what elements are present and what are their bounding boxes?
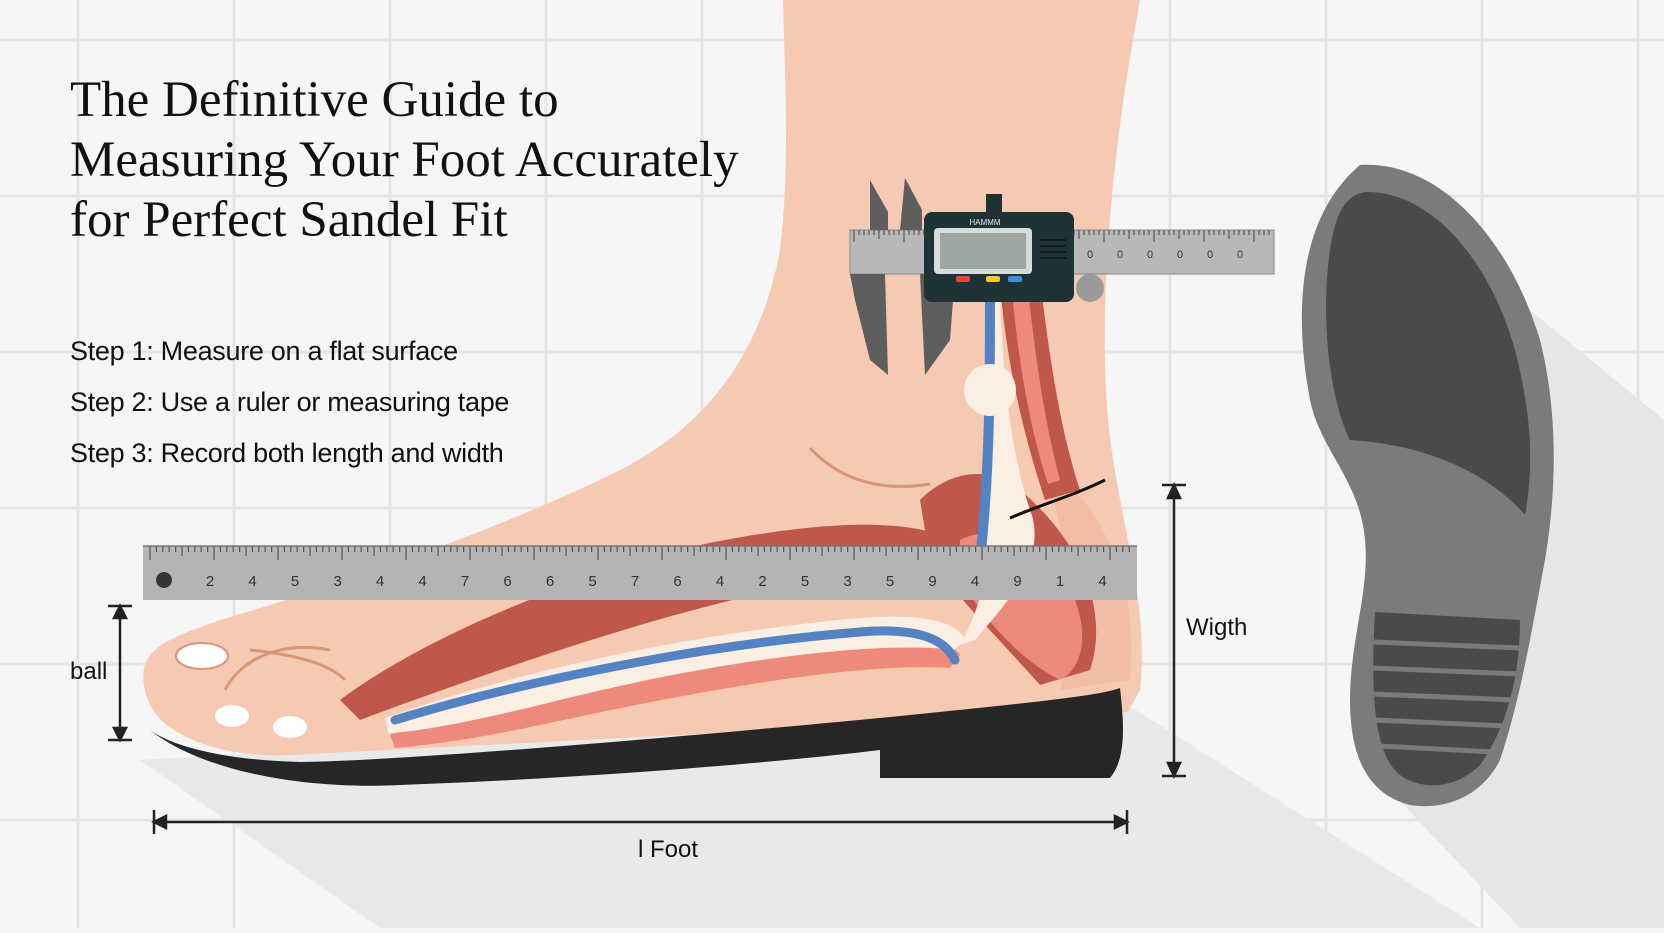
ruler-number: 2 (206, 573, 214, 590)
ruler-number: 4 (248, 573, 256, 590)
ruler-number: 1 (1056, 573, 1064, 590)
heel-line (1009, 478, 1106, 520)
ruler-number: 9 (928, 573, 936, 590)
ball-label: ball (70, 658, 108, 685)
step-item: Step 3: Record both length and width (70, 438, 504, 468)
caliper-jaw-upper-right (900, 178, 922, 230)
caliper-jaw-upper-left (870, 180, 888, 230)
foot-length-label: l Foot (638, 836, 699, 863)
sandal-sole (150, 688, 1123, 786)
ruler-number: 5 (886, 573, 894, 590)
ruler-number: 3 (843, 573, 851, 590)
shoe-sole-print (1301, 164, 1554, 807)
step-item: Step 1: Measure on a flat surface (70, 336, 458, 366)
ruler-number: 6 (503, 573, 511, 590)
caliper-number: 0 (1237, 249, 1243, 261)
caliper-number: 0 (1117, 249, 1123, 261)
caliper-button-yellow[interactable] (986, 276, 1000, 282)
ankle-muscle-light (1012, 290, 1060, 484)
caliper-number: 0 (1207, 249, 1213, 261)
ankle-nerve-blue (975, 289, 995, 561)
ruler-number: 3 (333, 573, 341, 590)
caliper-number: 0 (1087, 249, 1093, 261)
ruler-body (143, 546, 1137, 600)
steps-list: Step 1: Measure on a flat surface Step 2… (70, 336, 509, 489)
width-label: Wigth (1186, 614, 1248, 641)
title-line: for Perfect Sandel Fit (70, 192, 508, 248)
nerve-blue (390, 626, 960, 725)
ruler-number: 2 (758, 573, 766, 590)
shoe-forefoot-inner (1326, 191, 1531, 515)
caliper-scale: 0 0 0 0 0 0 (853, 230, 1270, 261)
shoe-heel-tread (1371, 639, 1521, 755)
ruler-number: 5 (801, 573, 809, 590)
ruler-number: 9 (1013, 573, 1021, 590)
ruler-number: 4 (418, 573, 426, 590)
title-line: The Definitive Guide to (70, 72, 559, 128)
caliper-number: 0 (1177, 249, 1183, 261)
length-dimension (151, 810, 1130, 834)
caliper-thumb-wheel[interactable] (1076, 274, 1104, 302)
digital-caliper: 0 0 0 0 0 0 HAMMM (849, 178, 1275, 375)
ruler-number: 6 (673, 573, 681, 590)
caliper-button-red[interactable] (956, 276, 970, 282)
ruler-number: 4 (1098, 573, 1106, 590)
title-line: Measuring Your Foot Accurately (70, 132, 739, 188)
caliper-number: 0 (1147, 249, 1153, 261)
ruler-number: 5 (588, 573, 596, 590)
caliper-brand: HAMMM (969, 218, 1000, 227)
step-item: Step 2: Use a ruler or measuring tape (70, 387, 510, 417)
width-dimension (1162, 482, 1186, 779)
ruler-number: 4 (971, 573, 979, 590)
caliper-jaw-lower-left (850, 274, 888, 375)
ruler-number: 7 (461, 573, 469, 590)
big-toenail (175, 642, 229, 670)
page-title: The Definitive Guide to Measuring Your F… (70, 70, 830, 250)
toe-nail-3 (273, 716, 307, 738)
caliper-button-blue[interactable] (1008, 276, 1022, 282)
ruler-ticks (143, 545, 1137, 560)
ruler-number: 4 (716, 573, 724, 590)
ball-dimension (108, 603, 132, 743)
caliper-grille (1040, 239, 1066, 259)
ruler-number: 7 (631, 573, 639, 590)
ruler-hole (156, 572, 172, 588)
ruler-number: 5 (291, 573, 299, 590)
ruler-number: 6 (546, 573, 554, 590)
tendon-band (385, 616, 965, 733)
nerve-red (390, 633, 960, 748)
ankle-joint (964, 364, 1016, 416)
caliper-lcd (940, 233, 1026, 269)
ruler-number: 4 (376, 573, 384, 590)
ankle-crease (808, 446, 931, 488)
toe-outline (223, 645, 347, 691)
toe-nail-2 (215, 705, 249, 727)
caliper-knob (986, 194, 1002, 212)
